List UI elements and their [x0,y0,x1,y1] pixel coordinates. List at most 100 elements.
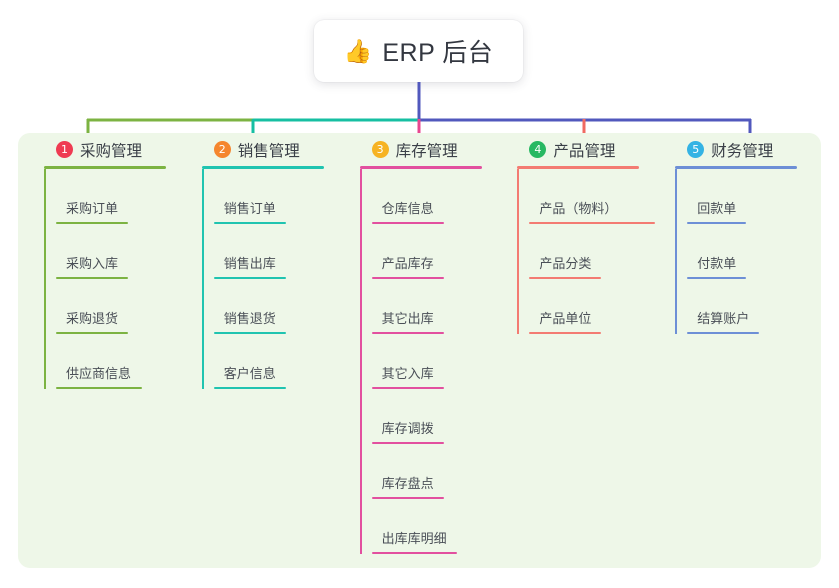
column-header-rule-4 [517,166,640,169]
column-header-2[interactable]: 2 销售管理 [212,133,348,166]
column-header-rule-2 [201,166,324,169]
leaf-node[interactable]: 库存调拨 [371,389,506,444]
leaf-node[interactable]: 供应商信息 [56,334,190,389]
leaf-node[interactable]: 付款单 [687,224,821,279]
column-1: 1 采购管理采购订单采购入库采购退货供应商信息 [32,133,190,568]
leaf-node-rule [529,222,656,224]
leaf-node[interactable]: 产品分类 [529,224,663,279]
leaf-node-rule [56,332,128,334]
column-spine-3 [359,169,362,554]
diagram-panel [18,133,821,568]
leaf-node-label: 回款单 [697,201,737,216]
leaf-node[interactable]: 客户信息 [213,334,348,389]
column-badge-2: 2 [213,141,231,158]
leaf-node-label: 供应商信息 [66,366,132,381]
column-spine-2 [201,169,204,389]
leaf-node-rule [371,387,444,389]
leaf-node-rule [371,442,444,444]
column-header-rule-1 [44,166,166,169]
leaf-node-rule [371,332,444,334]
leaf-node[interactable]: 销售订单 [213,169,348,224]
leaf-node[interactable]: 采购退货 [56,279,190,334]
leaf-node-rule [687,277,746,279]
leaf-node[interactable]: 产品单位 [529,279,663,334]
leaf-node-label: 销售出库 [223,256,276,271]
leaf-node-rule [371,552,458,554]
leaf-node-label: 付款单 [697,256,737,271]
leaf-node[interactable]: 其它入库 [371,334,506,389]
root-node-content: 👍 ERP 后台 [344,33,494,69]
leaf-node-label: 采购订单 [66,201,119,216]
thumbs-up-icon: 👍 [343,37,373,64]
column-items-4: 产品（物料） 产品分类产品单位 [517,169,663,334]
leaf-node-rule [56,222,128,224]
leaf-node[interactable]: 结算账户 [687,279,821,334]
leaf-node-rule [529,332,602,334]
leaf-node-label: 产品库存 [381,256,434,271]
leaf-node-rule [213,332,286,334]
column-badge-5: 5 [687,141,705,158]
column-title-5: 财务管理 [711,142,774,160]
column-badge-3: 3 [371,141,389,158]
column-title-1: 采购管理 [80,142,143,160]
column-items-1: 采购订单采购入库采购退货供应商信息 [44,169,190,389]
column-header-rule-3 [359,166,482,169]
leaf-node-rule [56,387,142,389]
column-2: 2 销售管理销售订单销售出库销售退货客户信息 [190,133,348,568]
leaf-node[interactable]: 库存盘点 [371,444,506,499]
column-spine-5 [675,169,678,334]
column-header-3[interactable]: 3 库存管理 [370,133,506,166]
column-badge-1: 1 [56,141,73,158]
leaf-node[interactable]: 产品（物料） [529,169,663,224]
column-spine-4 [517,169,520,334]
leaf-node[interactable]: 仓库信息 [371,169,506,224]
leaf-node[interactable]: 销售退货 [213,279,348,334]
leaf-node-label: 产品（物料） [539,201,618,216]
leaf-node-rule [371,222,444,224]
leaf-node-label: 结算账户 [697,311,750,326]
column-badge-4: 4 [529,141,547,158]
leaf-node[interactable]: 销售出库 [213,224,348,279]
leaf-node-label: 产品分类 [539,256,592,271]
leaf-node-label: 销售退货 [223,311,276,326]
leaf-node-rule [213,277,286,279]
leaf-node-rule [371,497,444,499]
column-header-1[interactable]: 1 采购管理 [54,133,190,166]
leaf-node-label: 其它出库 [381,311,434,326]
root-node-title: ERP 后台 [382,39,494,67]
leaf-node-rule [529,277,602,279]
leaf-node-label: 库存调拨 [381,421,434,436]
column-title-3: 库存管理 [395,142,458,160]
column-items-5: 回款单付款单结算账户 [675,169,821,334]
leaf-node-label: 采购入库 [66,256,119,271]
leaf-node-label: 库存盘点 [381,476,434,491]
column-title-2: 销售管理 [237,142,300,160]
leaf-node-rule [687,332,760,334]
leaf-node[interactable]: 产品库存 [371,224,506,279]
column-header-5[interactable]: 5 财务管理 [685,133,821,166]
column-spine-1 [44,169,46,389]
leaf-node-rule [687,222,746,224]
leaf-node-label: 产品单位 [539,311,592,326]
leaf-node[interactable]: 回款单 [687,169,821,224]
leaf-node[interactable]: 采购入库 [56,224,190,279]
column-title-4: 产品管理 [553,142,616,160]
column-header-4[interactable]: 4 产品管理 [527,133,663,166]
root-node-card[interactable]: 👍 ERP 后台 [314,20,523,82]
column-4: 4 产品管理产品（物料） 产品分类产品单位 [505,133,663,568]
column-items-3: 仓库信息产品库存其它出库其它入库库存调拨库存盘点出库库明细 [359,169,506,554]
column-5: 5 财务管理回款单付款单结算账户 [663,133,821,568]
leaf-node-label: 其它入库 [381,366,434,381]
column-container: 1 采购管理采购订单采购入库采购退货供应商信息 2 销售管理销售订单销售出库销售退货客… [18,133,821,568]
leaf-node[interactable]: 其它出库 [371,279,506,334]
leaf-node-label: 销售订单 [223,201,276,216]
column-header-rule-5 [675,166,798,169]
leaf-node-label: 出库库明细 [381,531,447,546]
leaf-node-rule [213,222,286,224]
leaf-node[interactable]: 出库库明细 [371,499,506,554]
leaf-node-label: 采购退货 [66,311,119,326]
leaf-node[interactable]: 采购订单 [56,169,190,224]
leaf-node-label: 仓库信息 [381,201,434,216]
leaf-node-rule [371,277,444,279]
column-items-2: 销售订单销售出库销售退货客户信息 [201,169,348,389]
